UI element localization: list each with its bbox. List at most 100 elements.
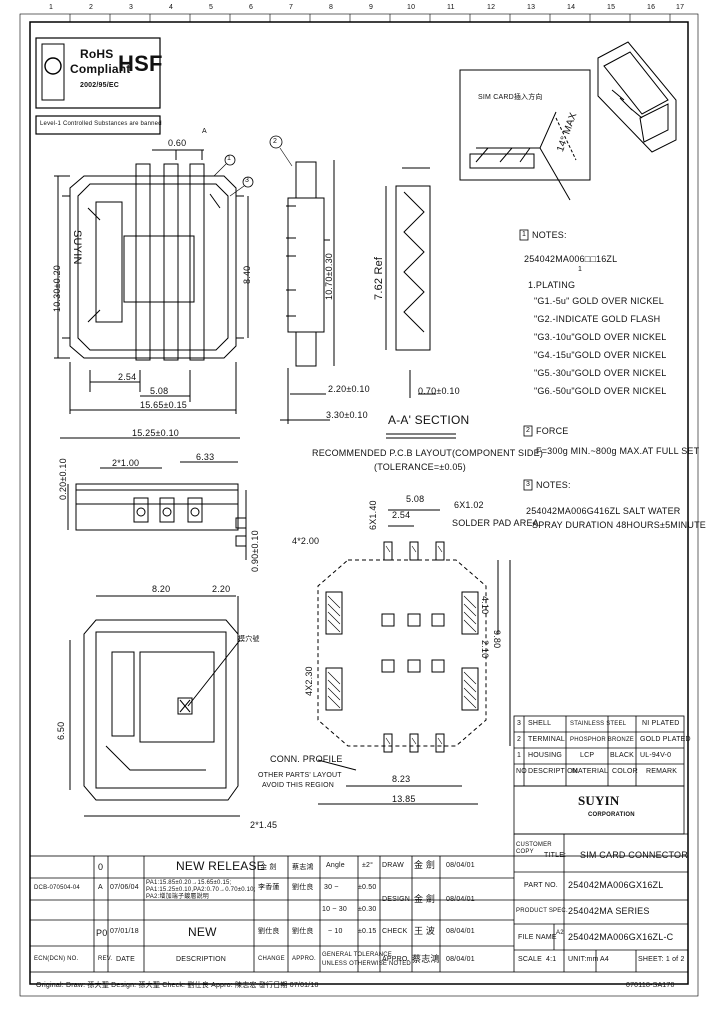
- appro-date: 08/04/01: [446, 956, 475, 963]
- insert-direction-label: SIM CARD插入方向: [478, 94, 543, 101]
- bom-no-1: 1: [517, 752, 522, 759]
- dim-6x102: 6X1.02: [454, 500, 484, 510]
- dim-2x145: 2*1.45: [250, 820, 278, 830]
- check-date: 08/04/01: [446, 928, 475, 935]
- draw-name: 金 劍: [414, 860, 436, 870]
- section-title: A-A' SECTION: [388, 413, 470, 427]
- unit-label: UNIT:mm: [568, 956, 599, 963]
- note-box-2: 2: [526, 427, 531, 434]
- rev-row-2-signer: 劉仕良: [292, 928, 314, 935]
- dim-4x200: 4*2.00: [292, 536, 320, 546]
- rohs-level-note: Level-1 Controlled Substances are banned: [40, 121, 162, 127]
- rev-row-2-date: 07/01/18: [110, 928, 139, 935]
- bom-header-desc: DESCRIPTION: [528, 768, 579, 775]
- rev-row-1-desc: PA1:15.85±0.20→15.65±0.15; PA1:15.25±0.1…: [146, 880, 256, 900]
- tol-range-3: ~ 10: [328, 928, 343, 935]
- rev-header-ecn: ECN(DCN) NO.: [34, 956, 79, 962]
- design-date: 08/04/01: [446, 896, 475, 903]
- conn-profile: CONN. PROFILE: [270, 754, 343, 764]
- pcb-tolerance: (TOLERANCE=±0.05): [374, 462, 466, 472]
- col-number-8: 8: [329, 4, 334, 11]
- check-label: CHECK: [382, 928, 408, 935]
- scale-label: SCALE: [518, 956, 542, 963]
- callout-2: 2: [273, 138, 278, 145]
- dim-220: 2.20±0.10: [328, 384, 370, 394]
- file-name-label: FILE NAME: [518, 934, 557, 941]
- solder-pad-label: SOLDER PAD AREA: [452, 518, 539, 528]
- notes-header-1: NOTES:: [532, 230, 567, 240]
- dim-840: 8.40: [242, 265, 252, 284]
- tol-angle-label: Angle: [326, 862, 345, 869]
- bom-header-color: COLOR: [612, 768, 638, 775]
- force-title: FORCE: [536, 426, 569, 436]
- dim-020: 0.20±0.10: [58, 458, 68, 500]
- rev-row-0-header-appro: 蔡志鴻: [292, 864, 314, 871]
- bom-header-remark: REMARK: [646, 768, 678, 775]
- rev-row-1-mark: A: [98, 884, 103, 891]
- dim-1385: 13.85: [392, 794, 416, 804]
- bom-color-1: BLACK: [610, 752, 634, 759]
- rev-row-2-desc: NEW: [188, 925, 217, 939]
- other-parts-2: AVOID THIS REGION: [262, 782, 334, 789]
- rev-row-0-header-name: 金 劍: [260, 864, 277, 871]
- design-name: 金 劍: [414, 894, 436, 904]
- pcb-dim-508: 5.08: [406, 494, 425, 504]
- rev-header-approve: APPRO.: [292, 956, 316, 962]
- dim-090: 0.90±0.10: [250, 530, 260, 572]
- dim-210: 2.10: [480, 640, 490, 659]
- rev-header-change: CHANGE: [258, 956, 285, 962]
- dim-410: 4.10: [480, 596, 490, 615]
- title-value: SIM CARD CONNECTOR: [580, 850, 688, 860]
- col-number-7: 7: [289, 4, 294, 11]
- col-number-2: 2: [89, 4, 94, 11]
- col-number-5: 5: [209, 4, 214, 11]
- plating-g1: "G1.-5u" GOLD OVER NICKEL: [534, 296, 664, 306]
- dim-4x230: 4X2.30: [304, 666, 314, 696]
- col-number-10: 10: [407, 4, 416, 11]
- file-name-code: A2: [556, 930, 564, 936]
- part-no-label: PART NO.: [524, 882, 558, 889]
- company-logo: SUYIN: [578, 793, 620, 808]
- bom-header-material: MATERIAL: [572, 768, 609, 775]
- col-number-11: 11: [447, 4, 455, 11]
- tol-range-1: 30 ~: [324, 884, 339, 891]
- pcb-dim-254: 2.54: [392, 510, 411, 520]
- part-no-value: 254042MA006GX16ZL: [568, 880, 664, 890]
- rev-row-2-change: 劉仕良: [258, 928, 280, 935]
- dim-1565: 15.65±0.15: [140, 400, 187, 410]
- col-number-12: 12: [487, 4, 496, 11]
- col-number-16: 16: [647, 4, 656, 11]
- dim-508: 5.08: [150, 386, 169, 396]
- plating-g6: "G6.-50u"GOLD OVER NICKEL: [534, 386, 667, 396]
- rohs-directive: 2002/95/EC: [80, 82, 119, 89]
- check-name: 王 波: [414, 926, 436, 936]
- dim-980: 9.80: [492, 630, 502, 649]
- col-number-13: 13: [527, 4, 536, 11]
- sheet-label: SHEET: 1 of 2: [638, 956, 685, 963]
- dim-220-bottom: 2.20: [212, 584, 231, 594]
- tol-value-1: ±0.50: [358, 884, 377, 891]
- col-number-17: 17: [676, 4, 685, 11]
- col-number-15: 15: [607, 4, 616, 11]
- rev-row-2-rev: P0: [96, 928, 108, 938]
- bom-no-3: 3: [517, 720, 522, 727]
- notes-pattern-index: 1: [578, 266, 583, 273]
- cavity-label: 模穴號: [238, 636, 260, 643]
- tol-note-1: GENERAL TOLERANCE: [322, 952, 392, 958]
- plating-g4: "G4.-15u"GOLD OVER NICKEL: [534, 350, 667, 360]
- rohs-title: RoHS: [80, 47, 114, 61]
- tol-value-2: ±0.30: [358, 906, 377, 913]
- dim-762-ref: 7.62 Ref: [373, 256, 385, 300]
- file-name-value: 254042MA006GX16ZL-C: [568, 932, 674, 942]
- company-logo-sub: CORPORATION: [588, 812, 635, 818]
- col-number-4: 4: [169, 4, 174, 11]
- dim-650: 6.50: [56, 721, 66, 740]
- rev-header-desc: DESCRIPTION: [176, 956, 227, 963]
- rev-row-1-ecn: DCB-070504-04: [34, 885, 80, 891]
- dim-060: 0.60: [168, 138, 187, 148]
- dim-633: 6.33: [196, 452, 215, 462]
- appro-label: APPRO.: [382, 956, 410, 963]
- dim-254: 2.54: [118, 372, 137, 382]
- rev-header-rev: REV.: [98, 956, 113, 962]
